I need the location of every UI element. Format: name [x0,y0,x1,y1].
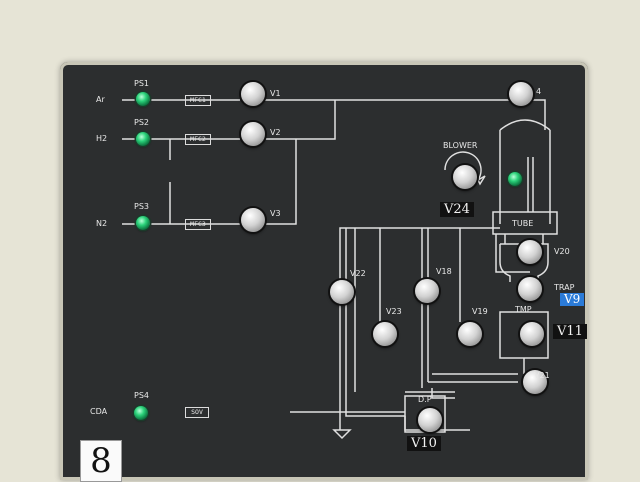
tube-label: TUBE [512,219,534,228]
valve-v19-label: V19 [472,307,488,316]
tag-v11: V11 [553,324,587,339]
switch-label-ps1: PS1 [134,79,149,88]
valve-v4-label: 4 [536,87,542,96]
valve-v2-label: V2 [270,128,281,137]
indicator-lamp-ps2[interactable] [136,132,150,146]
valve-v18-knob[interactable] [415,279,439,303]
switch-label-ps4: PS4 [134,391,149,400]
tag-v9: V9 [560,293,585,306]
control-panel: Ar PS1 MFC1 H2 PS2 MFC2 N2 PS3 MFC3 CDA … [60,62,588,480]
valve-v19-knob[interactable] [458,322,482,346]
dp-knob[interactable] [418,408,442,432]
tube-indicator-lamp[interactable] [508,172,522,186]
indicator-lamp-ps3[interactable] [136,216,150,230]
gas-label-cda: CDA [90,407,108,416]
valve-v20-label: V20 [554,247,570,256]
gas-label-ar: Ar [96,95,105,104]
mfc2-box: MFC2 [185,134,211,145]
dp-label: D.P [418,395,432,404]
gas-label-n2: N2 [96,219,108,228]
valve-v1-label: V1 [270,89,281,98]
switch-label-ps3: PS3 [134,202,149,211]
mfc1-box: MFC1 [185,95,211,106]
valve-v2-knob[interactable] [241,122,265,146]
valve-v23-knob[interactable] [373,322,397,346]
valve-v21-label: V21 [534,371,550,380]
gas-label-h2: H2 [96,134,108,143]
valve-v3-knob[interactable] [241,208,265,232]
valve-v18-label: V18 [436,267,452,276]
indicator-lamp-ps4[interactable] [134,406,148,420]
tmp-label: TMP [515,305,532,314]
valve-v22-label: V22 [350,269,366,278]
valve-trap-knob[interactable] [518,277,542,301]
valve-v21-knob[interactable] [523,370,547,394]
trap-label: TRAP [554,283,575,292]
panel-number-card: 8 [80,440,122,482]
valve-v22-knob[interactable] [330,280,354,304]
blower-label: BLOWER [443,141,478,150]
tag-v10: V10 [407,436,441,451]
sov-box: SOV [185,407,209,418]
blower-knob[interactable] [453,165,477,189]
valve-v1-knob[interactable] [241,82,265,106]
switch-label-ps2: PS2 [134,118,149,127]
piping-diagram [122,99,558,440]
mfc3-box: MFC3 [185,219,211,230]
tag-v24: V24 [440,202,474,217]
valve-tmp-knob[interactable] [520,322,544,346]
valve-v20-knob[interactable] [518,240,542,264]
valve-v4-knob[interactable] [509,82,533,106]
indicator-lamp-ps1[interactable] [136,92,150,106]
valve-v23-label: V23 [386,307,402,316]
valve-v3-label: V3 [270,209,281,218]
